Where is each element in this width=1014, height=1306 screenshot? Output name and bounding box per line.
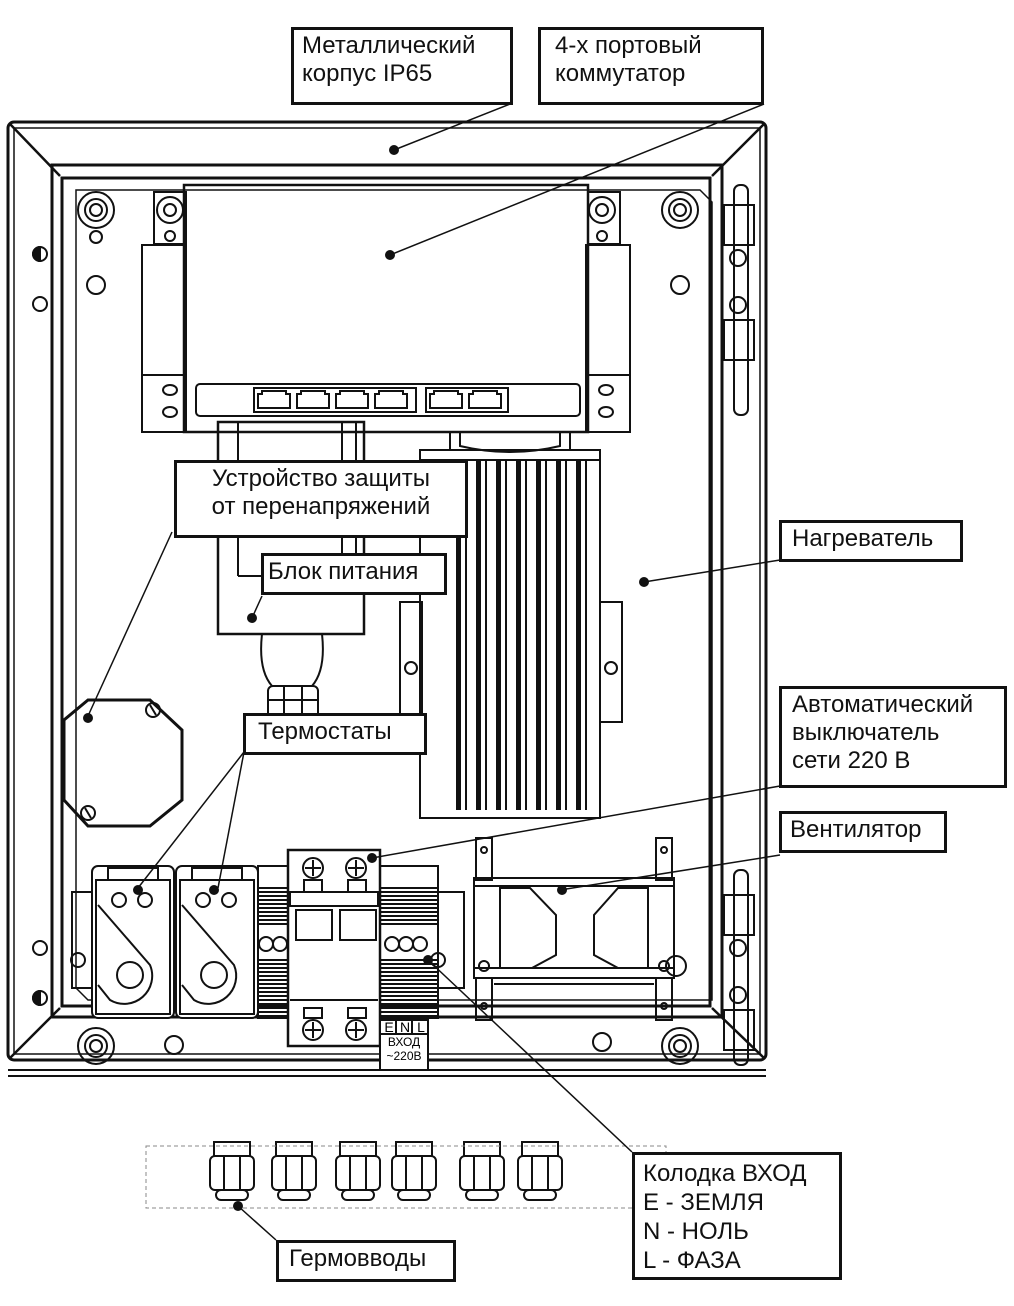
- callout-surge-line2: от перенапряжений: [211, 493, 431, 520]
- cable-gland: [459, 1141, 505, 1201]
- hinge-bottom: [723, 869, 755, 1066]
- callout-thermostats-line1: Термостаты: [258, 718, 392, 745]
- leader-lines: [87, 103, 781, 1241]
- leader-dots: [83, 145, 649, 1211]
- heater-fin: [556, 460, 561, 810]
- rj45-port: [374, 390, 408, 409]
- callout-breaker-line3: сети 220 В: [792, 747, 911, 774]
- terminal-block: [258, 936, 429, 1071]
- switch-ports: [257, 390, 502, 409]
- terminal-caption-1: ВХОД: [387, 1035, 421, 1049]
- callout-switch-line2: коммутатор: [555, 60, 686, 87]
- cable-glands: [209, 1141, 563, 1201]
- callout-glands-line1: Гермовводы: [289, 1245, 427, 1272]
- rj45-port: [468, 390, 502, 409]
- callout-terminal-line2: E - ЗЕМЛЯ: [643, 1189, 764, 1216]
- pin-l: L: [417, 1019, 425, 1035]
- callout-fan: Вентилятор: [779, 811, 947, 853]
- callout-breaker: Автоматический выключатель сети 220 В: [779, 686, 1007, 788]
- door-holes: [32, 245, 48, 1007]
- rj45-port: [335, 390, 369, 409]
- callout-enclosure: Металлический корпус IP65: [291, 27, 513, 105]
- circuit-breaker: [286, 848, 382, 1048]
- callout-surge-line1: Устройство защиты: [212, 465, 430, 492]
- rj45-port: [429, 390, 463, 409]
- terminal-pin-labels: E N L: [381, 1019, 429, 1035]
- heater-fin: [456, 460, 461, 810]
- thermostat-2: [175, 865, 259, 1019]
- rj45-port: [296, 390, 330, 409]
- cable-gland: [335, 1141, 381, 1201]
- callout-switch-line1: 4-х портовый: [555, 32, 702, 59]
- pin-e: E: [384, 1019, 394, 1035]
- terminal-caption-2: ~220В: [386, 1049, 422, 1063]
- heater-fin: [476, 460, 481, 810]
- callout-breaker-line1: Автоматический: [792, 691, 974, 718]
- surge-protector: [62, 698, 184, 828]
- callout-terminal-line3: N - НОЛЬ: [643, 1218, 749, 1245]
- hinge-top: [723, 184, 755, 416]
- callout-switch: 4-х портовый коммутатор: [538, 27, 764, 105]
- switch-device: [141, 183, 631, 434]
- glands-outline: [145, 1145, 667, 1209]
- cable-gland: [209, 1141, 255, 1201]
- heater-fin: [496, 460, 501, 810]
- callout-psu: Блок питания: [261, 553, 447, 595]
- callout-enclosure-line1: Металлический: [302, 32, 476, 59]
- heater-fin: [516, 460, 521, 810]
- callout-terminal: Колодка ВХОД E - ЗЕМЛЯ N - НОЛЬ L - ФАЗА: [632, 1152, 842, 1280]
- heater-fin: [536, 460, 541, 810]
- heater-fins: [456, 460, 587, 810]
- rj45-port: [257, 390, 291, 409]
- callout-terminal-line4: L - ФАЗА: [643, 1247, 741, 1274]
- callout-enclosure-line2: корпус IP65: [302, 60, 433, 87]
- thermostat-1: [91, 865, 175, 1019]
- callout-heater-line1: Нагреватель: [792, 525, 934, 552]
- callout-thermostats: Термостаты: [243, 713, 427, 755]
- terminal-caption: ВХОД ~220В: [380, 1035, 428, 1063]
- mounting-nuts: [77, 191, 699, 1065]
- callout-terminal-line1: Колодка ВХОД: [643, 1160, 807, 1187]
- cable-gland: [391, 1141, 437, 1201]
- heater-fin: [576, 460, 581, 810]
- callout-breaker-line2: выключатель: [792, 719, 940, 746]
- heater: [399, 432, 623, 819]
- callout-heater: Нагреватель: [779, 520, 963, 562]
- pin-n: N: [399, 1019, 411, 1035]
- cable-gland: [271, 1141, 317, 1201]
- callout-fan-line1: Вентилятор: [790, 816, 922, 843]
- fan: [473, 837, 687, 1021]
- callout-psu-line1: Блок питания: [268, 558, 419, 585]
- callout-glands: Гермовводы: [276, 1240, 456, 1282]
- callout-surge: Устройство защиты от перенапряжений: [174, 460, 468, 538]
- cable-gland: [517, 1141, 563, 1201]
